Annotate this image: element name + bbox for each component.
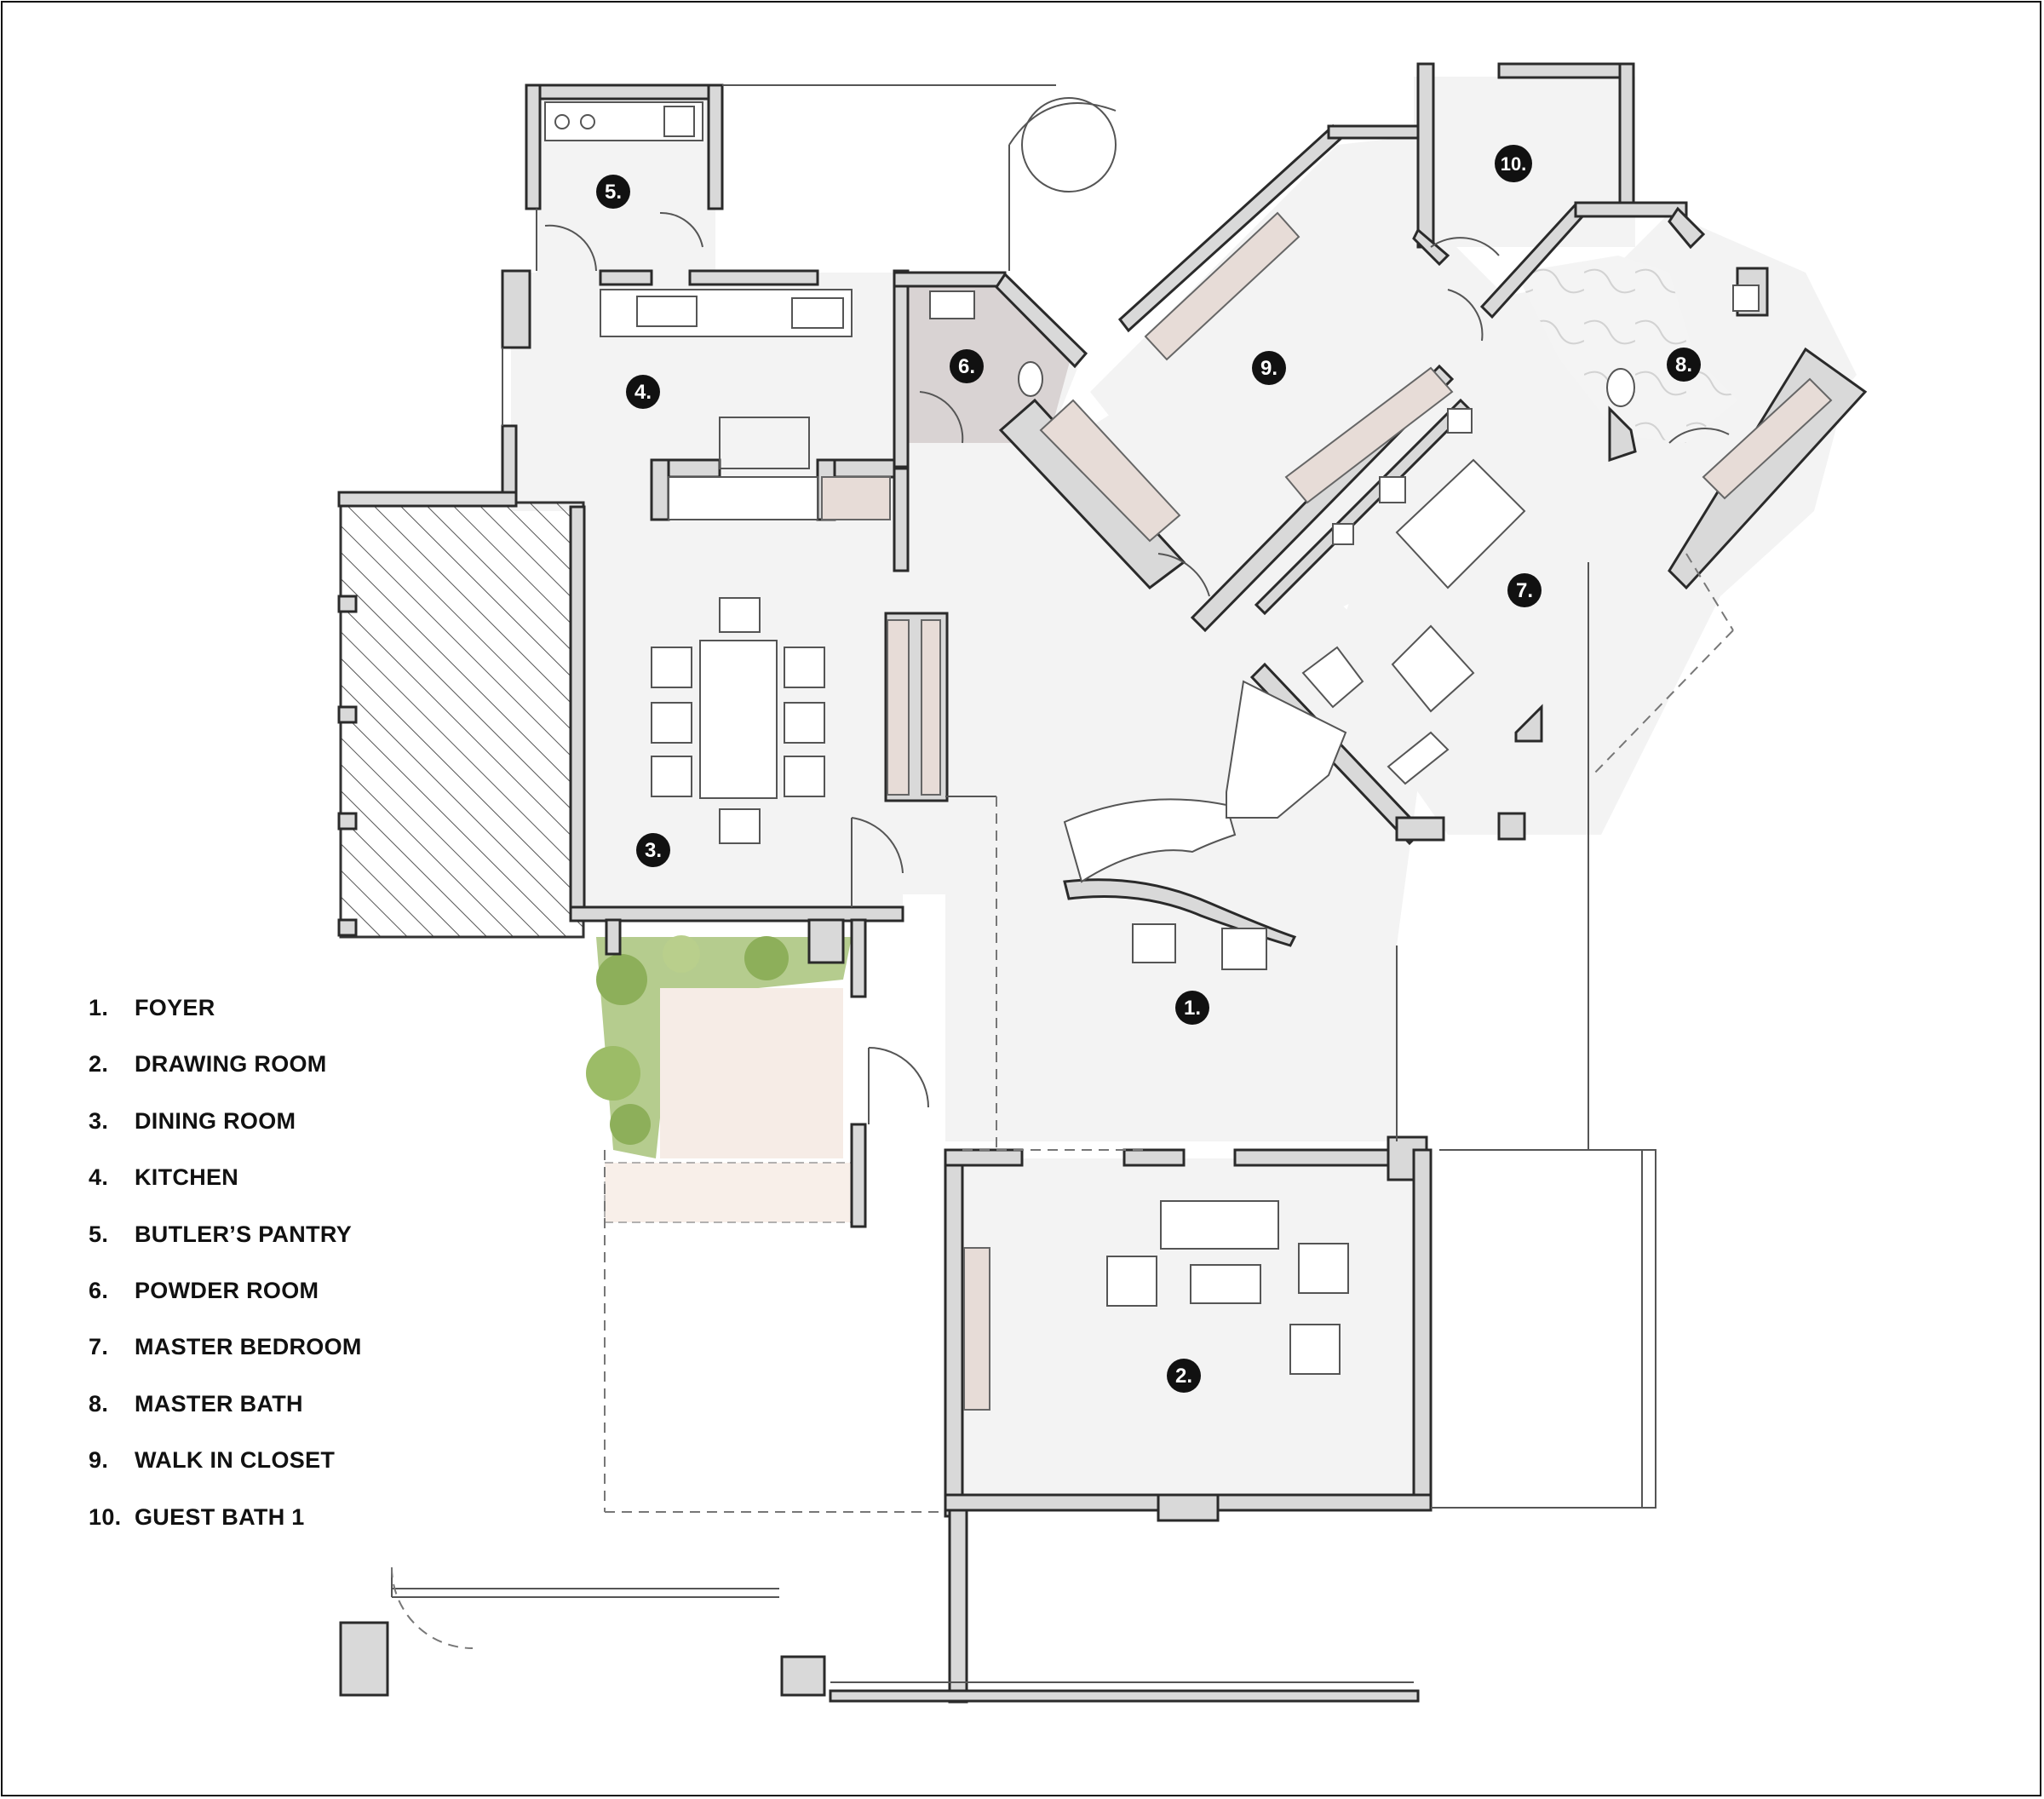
legend-item-foyer: 1. FOYER [89,995,480,1051]
legend-label: FOYER [135,995,215,1020]
legend-label: MASTER BATH [135,1390,303,1417]
room-marker-5: 5. [596,175,630,209]
legend-label: GUEST BATH 1 [135,1503,305,1530]
room-marker-1: 1. [1175,991,1209,1025]
room-marker-8-text: 8. [1675,353,1692,376]
room-marker-7-text: 7. [1516,579,1533,602]
legend-item-powder-room: 6. POWDER ROOM [89,1278,480,1334]
room-marker-6-text: 6. [958,355,975,378]
legend-number: 8. [89,1390,109,1417]
room-marker-1-text: 1. [1184,997,1201,1020]
master-bath-marble [1516,256,1737,443]
legend-item-butlers-pantry: 5. BUTLER’S PANTRY [89,1221,480,1278]
deck-hatch [339,501,585,939]
legend-item-master-bath: 8. MASTER BATH [89,1391,480,1447]
legend-item-kitchen: 4. KITCHEN [89,1164,480,1221]
walls [337,62,1868,1704]
room-marker-2-text: 2. [1175,1365,1192,1388]
legend-number: 4. [89,1164,109,1191]
legend-number: 5. [89,1221,109,1247]
room-marker-4-text: 4. [634,381,652,404]
outlines [391,84,1734,1683]
room-marker-6: 6. [950,349,984,383]
room-marker-3-text: 3. [645,839,662,862]
legend-number: 7. [89,1334,109,1360]
fixtures [544,101,1833,1411]
legend-label: WALK IN CLOSET [135,1447,336,1474]
legend-label: DRAWING ROOM [135,1051,327,1078]
room-marker-10-text: 10. [1501,153,1527,175]
legend-label: MASTER BEDROOM [135,1334,362,1360]
legend-item-drawing-room: 2. DRAWING ROOM [89,1051,480,1107]
legend-item-walk-in-closet: 9. WALK IN CLOSET [89,1447,480,1503]
room-marker-8: 8. [1667,348,1701,382]
legend-label: POWDER ROOM [135,1277,319,1303]
legend-number: 3. [89,1107,109,1134]
room-marker-9-text: 9. [1260,357,1278,380]
legend-number: 2. [89,1051,109,1078]
room-markers: 5. 4. 3. 6. 9. 10. 8. 7. [596,145,1701,1393]
room-marker-4: 4. [626,375,660,409]
legend-item-master-bedroom: 7. MASTER BEDROOM [89,1334,480,1390]
room-marker-7: 7. [1507,573,1542,607]
legend-number: 6. [89,1277,109,1303]
legend-label: KITCHEN [135,1164,239,1191]
room-marker-5-text: 5. [605,181,622,204]
legend-item-dining-room: 3. DINING ROOM [89,1108,480,1164]
room-marker-2: 2. [1167,1359,1201,1393]
room-legend: 1. FOYER 2. DRAWING ROOM 3. DINING ROOM 4. K… [89,995,480,1560]
room-marker-3: 3. [636,833,670,867]
legend-label: DINING ROOM [135,1107,296,1134]
legend-label: BUTLER’S PANTRY [135,1221,353,1247]
garden-courtyard [586,935,853,1223]
legend-number: 1. [89,995,109,1020]
legend-number: 10. [89,1503,122,1530]
legend-number: 9. [89,1447,109,1474]
room-marker-10: 10. [1495,145,1532,182]
legend-item-guest-bath-1: 10. GUEST BATH 1 [89,1504,480,1560]
room-marker-9: 9. [1252,351,1286,385]
